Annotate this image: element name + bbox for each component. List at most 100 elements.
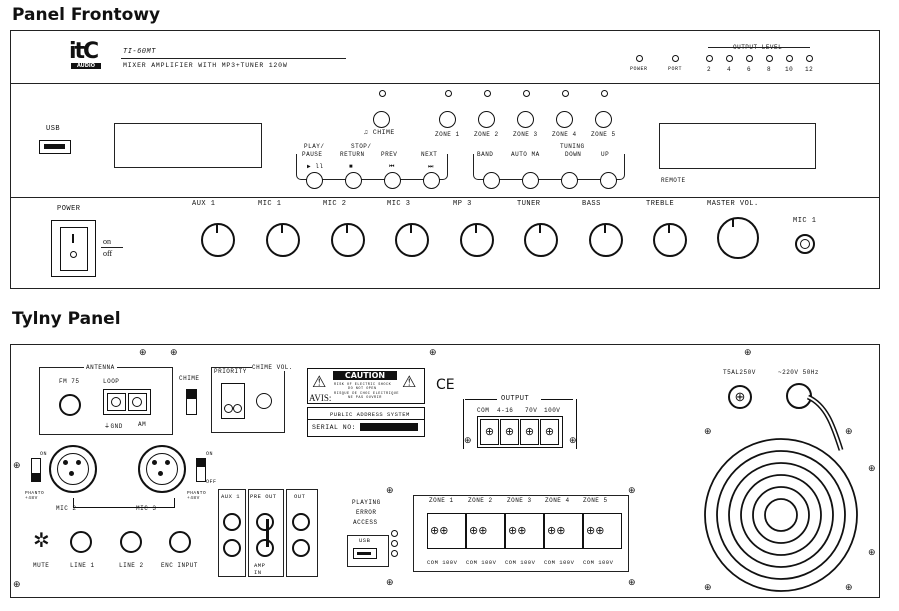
treble-knob[interactable] xyxy=(653,223,687,257)
zone-label: ZONE 5 xyxy=(591,131,616,138)
level-led-2 xyxy=(706,55,713,62)
line1-jack[interactable] xyxy=(70,531,92,553)
line2-jack[interactable] xyxy=(120,531,142,553)
prev-icon: ⏮ xyxy=(389,163,395,170)
band-button[interactable] xyxy=(483,172,500,189)
mic1-knob[interactable] xyxy=(266,223,300,257)
player-label: NEXT xyxy=(421,151,438,158)
priority-terminal[interactable] xyxy=(221,383,245,419)
ce-mark: CE xyxy=(436,377,455,393)
zone-5-button[interactable] xyxy=(595,111,612,128)
level-value: 2 xyxy=(707,66,712,73)
knob-row: AUX 1 MIC 1 MIC 2 MIC 3 MP 3 TUNER BASS … xyxy=(181,199,781,279)
jack-label: MUTE xyxy=(33,562,50,569)
output-speaker-terminal[interactable]: ⊕ ⊕ ⊕ ⊕ xyxy=(477,416,563,448)
rear-usb-port[interactable] xyxy=(353,548,377,559)
itc-logo: itC AUDIO xyxy=(69,41,113,75)
out-rca-r[interactable] xyxy=(292,539,310,557)
out-rca-l[interactable] xyxy=(292,513,310,531)
zone-term-label: COM 100V xyxy=(505,559,536,566)
zone-label: ZONE 5 xyxy=(583,497,608,504)
fuse-holder[interactable]: ⊕ xyxy=(728,385,752,409)
aux1-rca-l[interactable] xyxy=(223,513,241,531)
aux1-rca-r[interactable] xyxy=(223,539,241,557)
zone-4-button[interactable] xyxy=(556,111,573,128)
play-pause-icon: ▶ ll xyxy=(307,163,324,170)
am-antenna-terminal[interactable] xyxy=(103,389,151,415)
aux1-label: AUX 1 xyxy=(221,493,241,500)
zone-label: ZONE 1 xyxy=(429,497,454,504)
port-led-label: PORT xyxy=(668,66,683,72)
screw-icon: ⊕ xyxy=(569,435,577,445)
output-term-label: 70V xyxy=(525,407,538,414)
chime-volume-pot[interactable] xyxy=(256,393,272,409)
player-label: STOP/ xyxy=(351,143,372,150)
fm-label: FM 75 xyxy=(59,378,80,385)
phantom-switch-mic2[interactable] xyxy=(31,458,41,482)
screw-icon: ⊕ xyxy=(868,463,876,473)
usb-port[interactable] xyxy=(39,140,71,154)
aux1-knob[interactable] xyxy=(201,223,235,257)
mic2-label: MIC 2 xyxy=(56,505,77,512)
play-pause-button[interactable] xyxy=(306,172,323,189)
output-level-line xyxy=(708,47,810,48)
zone-label: ZONE 4 xyxy=(552,131,577,138)
phantom-switch-mic3[interactable] xyxy=(196,458,206,482)
remote-label: REMOTE xyxy=(661,177,686,184)
zone-3-button[interactable] xyxy=(517,111,534,128)
left-display xyxy=(114,123,262,168)
master-volume-knob[interactable] xyxy=(717,217,759,259)
mic3-knob[interactable] xyxy=(395,223,429,257)
down-button[interactable] xyxy=(561,172,578,189)
xlr-mic3[interactable] xyxy=(138,445,186,493)
prev-button[interactable] xyxy=(384,172,401,189)
bass-knob[interactable] xyxy=(589,223,623,257)
mic2-knob[interactable] xyxy=(331,223,365,257)
output-term-label: 4-16 xyxy=(497,407,514,414)
front-panel-heading: Panel Frontowy xyxy=(12,5,161,25)
chime-button[interactable] xyxy=(373,111,390,128)
knob-label: TREBLE xyxy=(646,200,675,208)
player-group: PLAY/ STOP/ PAUSE RETURN PREV NEXT ▶ ll … xyxy=(296,143,451,189)
tuner-group: TUNING BAND AUTO MA DOWN UP xyxy=(473,143,628,189)
mp3-knob[interactable] xyxy=(460,223,494,257)
screw-icon: ⊕ xyxy=(868,547,876,557)
up-button[interactable] xyxy=(600,172,617,189)
enc-input-jack[interactable] xyxy=(169,531,191,553)
pas-label: PUBLIC ADDRESS SYSTEM xyxy=(330,411,410,418)
serial-plate: PUBLIC ADDRESS SYSTEM SERIAL NO: xyxy=(307,407,425,437)
tuner-knob[interactable] xyxy=(524,223,558,257)
power-switch[interactable] xyxy=(51,220,96,277)
gnd-label: ⏚GND xyxy=(104,423,123,430)
level-value: 8 xyxy=(767,66,772,73)
level-value: 4 xyxy=(727,66,732,73)
zone-2-button[interactable] xyxy=(478,111,495,128)
fm-antenna-jack[interactable] xyxy=(59,394,81,416)
level-led-4 xyxy=(726,55,733,62)
auto-ma-button[interactable] xyxy=(522,172,539,189)
port-led xyxy=(672,55,679,62)
on-label-right: ON xyxy=(206,451,214,457)
power-led xyxy=(636,55,643,62)
rear-usb-label: USB xyxy=(359,537,371,544)
chime-switch[interactable] xyxy=(186,389,197,415)
screw-icon: ⊕ xyxy=(386,485,394,495)
on-label-left: ON xyxy=(40,451,48,457)
chime-label: ♫ CHIME xyxy=(364,129,395,136)
pre-out-rca-r[interactable] xyxy=(256,539,274,557)
antenna-label: ANTENNA xyxy=(84,364,117,371)
zone-label: ZONE 3 xyxy=(513,131,538,138)
xlr-mic2[interactable] xyxy=(49,445,97,493)
mic-jack[interactable] xyxy=(795,234,815,254)
zone-speaker-terminal[interactable]: ⊕⊕ ⊕⊕ ⊕⊕ ⊕⊕ ⊕⊕ xyxy=(427,513,622,549)
stop-button[interactable] xyxy=(345,172,362,189)
knob-label: MIC 1 xyxy=(258,200,282,208)
error-led xyxy=(391,540,398,547)
pre-out-rca-l[interactable] xyxy=(256,513,274,531)
pre-out-label: PRE OUT xyxy=(250,493,277,500)
fuse-label: T5AL250V xyxy=(723,369,756,376)
next-button[interactable] xyxy=(423,172,440,189)
screw-icon: ⊕ xyxy=(628,485,636,495)
zone-1-button[interactable] xyxy=(439,111,456,128)
zone-4-led xyxy=(562,90,569,97)
